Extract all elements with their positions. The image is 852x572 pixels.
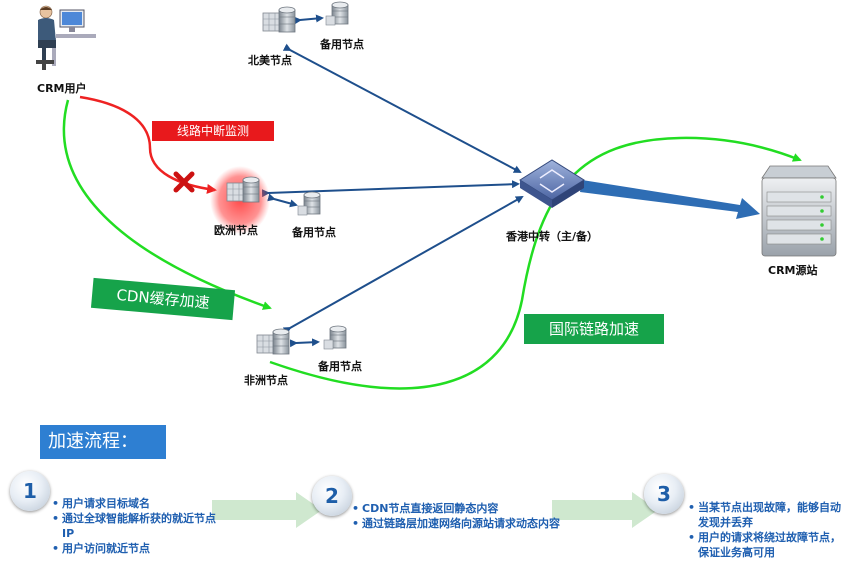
step-1-list: 用户请求目标域名 通过全球智能解析获的就近节点 IP 用户访问就近节点 [52,496,216,556]
red-path-user-to-europe [79,95,217,194]
na-node-server-icon [262,6,296,33]
na-backup-server-icon [325,1,349,26]
origin-label: CRM源站 [768,264,818,277]
green-path-africa-to-origin [269,136,802,390]
crm-origin-server-icon [761,165,837,257]
africa-backup-server-icon [323,325,347,350]
africa-backup-label: 备用节点 [318,360,362,373]
green-path-user-to-africa [62,99,272,310]
thick-arrow-hk-to-origin [580,180,760,219]
europe-node-label: 欧洲节点 [214,224,258,237]
step-2-circle: 2 [312,476,352,516]
step-3-circle: 3 [644,474,684,514]
africa-node-server-icon [256,328,290,355]
monitor-tag: 线路中断监测 [152,121,274,141]
hk-node-label: 香港中转（主/备） [506,230,599,243]
flow-title: 加速流程： [40,425,166,459]
step-2-list: CDN节点直接返回静态内容 通过链路层加速网络向源站请求动态内容 [352,501,574,531]
list-item: 当某节点出现故障，能够自动发现并丢弃 [688,500,844,530]
link-arrows [261,14,524,348]
list-item: 用户访问就近节点 [52,541,216,556]
intl-link-acceleration-tag: 国际链路加速 [524,314,664,344]
list-item: 用户请求目标域名 [52,496,216,511]
list-item: 通过全球智能解析获的就近节点 IP [52,511,216,541]
failure-x-icon [173,171,195,193]
step-arrow-1-to-2 [212,492,322,528]
na-node-label: 北美节点 [248,54,292,67]
list-item: 用户的请求将绕过故障节点，保证业务高可用 [688,530,844,560]
africa-node-label: 非洲节点 [244,374,288,387]
user-label: CRM用户 [37,82,87,95]
europe-backup-server-icon [297,191,321,216]
europe-backup-label: 备用节点 [292,226,336,239]
step-1-circle: 1 [10,471,50,511]
step-arrow-2-to-3 [552,492,658,528]
list-item: 通过链路层加速网络向源站请求动态内容 [352,516,574,531]
user-computer-icon [36,5,96,70]
hk-router-icon [519,159,585,208]
list-item: CDN节点直接返回静态内容 [352,501,574,516]
step-3-list: 当某节点出现故障，能够自动发现并丢弃 用户的请求将绕过故障节点，保证业务高可用 [688,500,844,560]
na-backup-label: 备用节点 [320,38,364,51]
